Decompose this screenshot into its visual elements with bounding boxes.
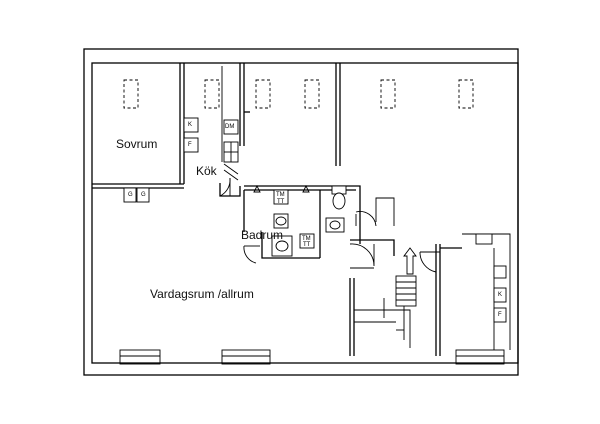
room-label-kok: Kök (196, 164, 217, 178)
outer-wall (83, 48, 519, 376)
tag-wardrobe-g1: G (128, 192, 133, 198)
skylights (123, 79, 474, 109)
skylight (204, 79, 220, 109)
kitchen-fixtures (183, 66, 239, 181)
window (221, 349, 271, 365)
door-swings (219, 177, 440, 273)
skylight (123, 79, 139, 109)
tag-bath-tm1: TM (276, 192, 285, 198)
room-label-badrum: Badrum (241, 228, 284, 242)
tag-bath-tm2: TM (302, 236, 311, 242)
windows (119, 349, 505, 365)
tag-right-f: F (498, 312, 502, 318)
tag-bath-tt1: TT (277, 199, 285, 205)
tag-kitchen-dm: DM (225, 124, 235, 130)
arrows (253, 184, 310, 193)
tag-right-k: K (498, 292, 503, 298)
skylight (380, 79, 396, 109)
room-label-vardagsrum: Vardagsrum /allrum (150, 287, 254, 301)
tag-bath-tt2: TT (303, 242, 311, 248)
skylight (304, 79, 320, 109)
interior-walls (92, 63, 462, 356)
stairs (354, 247, 417, 348)
wardrobe-fixtures (123, 187, 150, 203)
right-kitchen-fixtures (462, 233, 511, 350)
bathroom-fixtures (271, 185, 347, 257)
skylight (458, 79, 474, 109)
window (455, 349, 505, 365)
tag-kitchen-k: K (188, 122, 193, 128)
room-label-sovrum: Sovrum (116, 137, 158, 151)
tag-kitchen-f: F (188, 142, 192, 148)
skylight (255, 79, 271, 109)
window (119, 349, 161, 365)
tag-wardrobe-g2: G (141, 192, 146, 198)
inner-wall-line (91, 62, 519, 364)
